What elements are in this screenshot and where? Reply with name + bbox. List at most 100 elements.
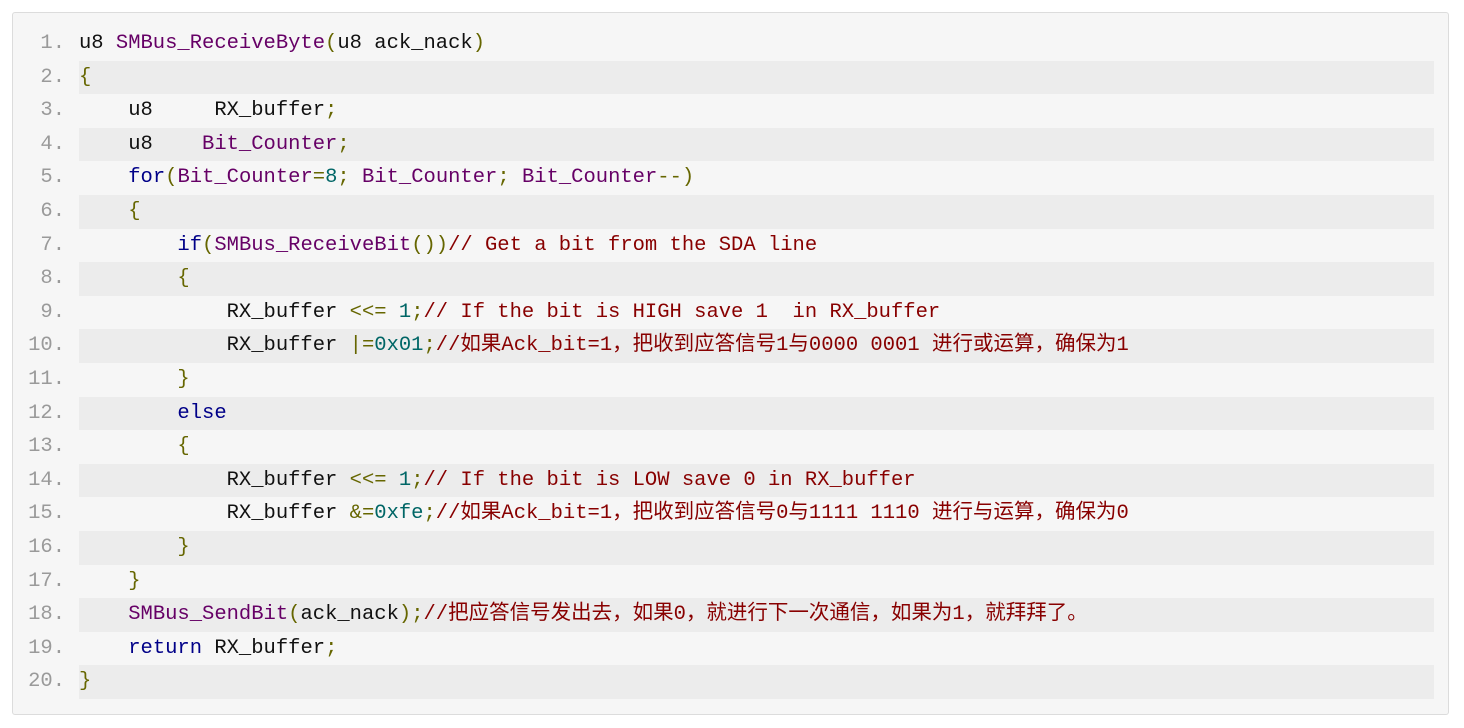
- punctuation: ;: [325, 636, 338, 660]
- keyword: return: [128, 636, 203, 660]
- line-code: }: [79, 531, 190, 565]
- identifier: Bit_Counter: [177, 166, 313, 190]
- line-number: 13.: [28, 435, 65, 459]
- punctuation: =: [312, 166, 326, 190]
- line-code: }: [79, 565, 141, 599]
- code-text: [79, 536, 177, 559]
- number-literal: 1: [398, 468, 412, 492]
- code-text: [79, 435, 177, 458]
- code-line: 8. {: [13, 262, 1448, 296]
- code-block: 1.u8 SMBus_ReceiveByte(u8 ack_nack)2.{3.…: [12, 12, 1449, 715]
- code-text: ack_nack: [300, 603, 399, 627]
- code-line: 7. if(SMBus_ReceiveBit())// Get a bit fr…: [13, 229, 1448, 263]
- punctuation: }: [177, 535, 190, 559]
- line-code: u8 SMBus_ReceiveByte(u8 ack_nack): [79, 27, 485, 61]
- punctuation: ;: [337, 132, 350, 156]
- line-number: 17.: [28, 569, 65, 593]
- code-line: 14. RX_buffer <<= 1;// If the bit is LOW…: [13, 463, 1448, 498]
- punctuation: ()): [411, 233, 449, 257]
- punctuation: ;: [325, 99, 338, 123]
- code-text: RX_buffer: [79, 334, 350, 358]
- punctuation: ;: [423, 502, 436, 526]
- line-number: 8.: [40, 267, 65, 291]
- punctuation: }: [177, 367, 190, 391]
- code-text: u8 RX_buffer: [79, 99, 326, 123]
- comment: //如果Ack_bit=1，把收到应答信号1与0000 0001 进行或运算，确…: [435, 334, 1129, 358]
- punctuation: ): [472, 32, 485, 55]
- code-text: [79, 200, 128, 223]
- line-code: RX_buffer &=0xfe;//如果Ack_bit=1，把收到应答信号0与…: [79, 497, 1129, 531]
- code-text: [79, 570, 128, 593]
- code-text: [79, 267, 177, 290]
- identifier: SMBus_ReceiveByte: [115, 32, 326, 55]
- identifier: Bit_Counter: [521, 166, 658, 190]
- punctuation: |=: [349, 334, 375, 358]
- punctuation: ;: [411, 300, 424, 324]
- line-code: }: [79, 665, 91, 699]
- number-literal: 0x01: [374, 334, 424, 358]
- line-number: 18.: [28, 603, 65, 627]
- code-line: 10. RX_buffer |=0x01;//如果Ack_bit=1，把收到应答…: [13, 329, 1448, 363]
- line-number: 19.: [28, 636, 65, 660]
- code-text: RX_buffer: [79, 502, 350, 526]
- comment: // If the bit is LOW save 0 in RX_buffer: [423, 468, 916, 492]
- line-number: 20.: [28, 670, 65, 694]
- punctuation: <<=: [349, 300, 387, 324]
- line-code: }: [79, 363, 190, 397]
- punctuation: --): [657, 166, 695, 190]
- line-background: [79, 329, 1434, 363]
- comment: // If the bit is HIGH save 1 in RX_buffe…: [423, 300, 941, 324]
- punctuation: {: [177, 435, 190, 459]
- code-line: 3. u8 RX_buffer;: [13, 94, 1448, 128]
- code-text: [79, 166, 128, 189]
- comment: //把应答信号发出去，如果0，就进行下一次通信，如果为1，就拜拜了。: [423, 603, 1088, 627]
- code-text: [350, 166, 362, 189]
- line-background: [79, 565, 1434, 599]
- punctuation: &=: [349, 502, 375, 526]
- line-background: [79, 60, 1434, 95]
- line-code: RX_buffer |=0x01;//如果Ack_bit=1，把收到应答信号1与…: [79, 329, 1129, 363]
- number-literal: 8: [325, 166, 338, 190]
- comment: //如果Ack_bit=1，把收到应答信号0与1111 1110 进行与运算，确…: [435, 502, 1129, 526]
- line-number: 15.: [28, 502, 65, 526]
- punctuation: {: [128, 199, 141, 223]
- punctuation: {: [177, 267, 190, 291]
- line-number: 1.: [40, 32, 65, 55]
- punctuation: (: [202, 233, 215, 257]
- code-line: 9. RX_buffer <<= 1;// If the bit is HIGH…: [13, 296, 1448, 330]
- code-line: 5. for(Bit_Counter=8; Bit_Counter; Bit_C…: [13, 161, 1448, 195]
- line-number: 5.: [40, 166, 65, 190]
- punctuation: <<=: [349, 468, 387, 492]
- line-code: {: [79, 430, 190, 464]
- punctuation: (: [325, 32, 338, 55]
- line-background: [79, 396, 1434, 431]
- code-text: u8 ack_nack: [337, 32, 473, 55]
- code-line: 19. return RX_buffer;: [13, 632, 1448, 666]
- code-text: u8: [79, 132, 203, 156]
- code-line: 13. {: [13, 430, 1448, 464]
- punctuation: }: [128, 569, 141, 593]
- code-line: 12. else: [13, 396, 1448, 431]
- code-text: RX_buffer: [202, 636, 326, 660]
- code-line: 17. }: [13, 565, 1448, 599]
- punctuation: (: [288, 603, 301, 627]
- line-background: [79, 530, 1434, 565]
- punctuation: ;: [337, 166, 350, 190]
- line-code: SMBus_SendBit(ack_nack);//把应答信号发出去，如果0，就…: [79, 598, 1088, 632]
- line-number: 6.: [40, 199, 65, 223]
- line-code: {: [79, 195, 141, 229]
- line-code: RX_buffer <<= 1;// If the bit is HIGH sa…: [79, 296, 941, 330]
- identifier: SMBus_SendBit: [128, 603, 289, 627]
- line-background: [79, 127, 1434, 162]
- line-number: 9.: [40, 300, 65, 324]
- line-background: [79, 363, 1434, 397]
- line-number: 10.: [28, 334, 65, 358]
- line-background: [79, 665, 1434, 699]
- punctuation: }: [79, 670, 92, 694]
- keyword: if: [177, 233, 203, 257]
- code-line: 11. }: [13, 363, 1448, 397]
- code-text: RX_buffer: [79, 468, 350, 492]
- identifier: Bit_Counter: [362, 166, 498, 190]
- line-code: {: [79, 61, 91, 95]
- punctuation: (: [165, 166, 178, 190]
